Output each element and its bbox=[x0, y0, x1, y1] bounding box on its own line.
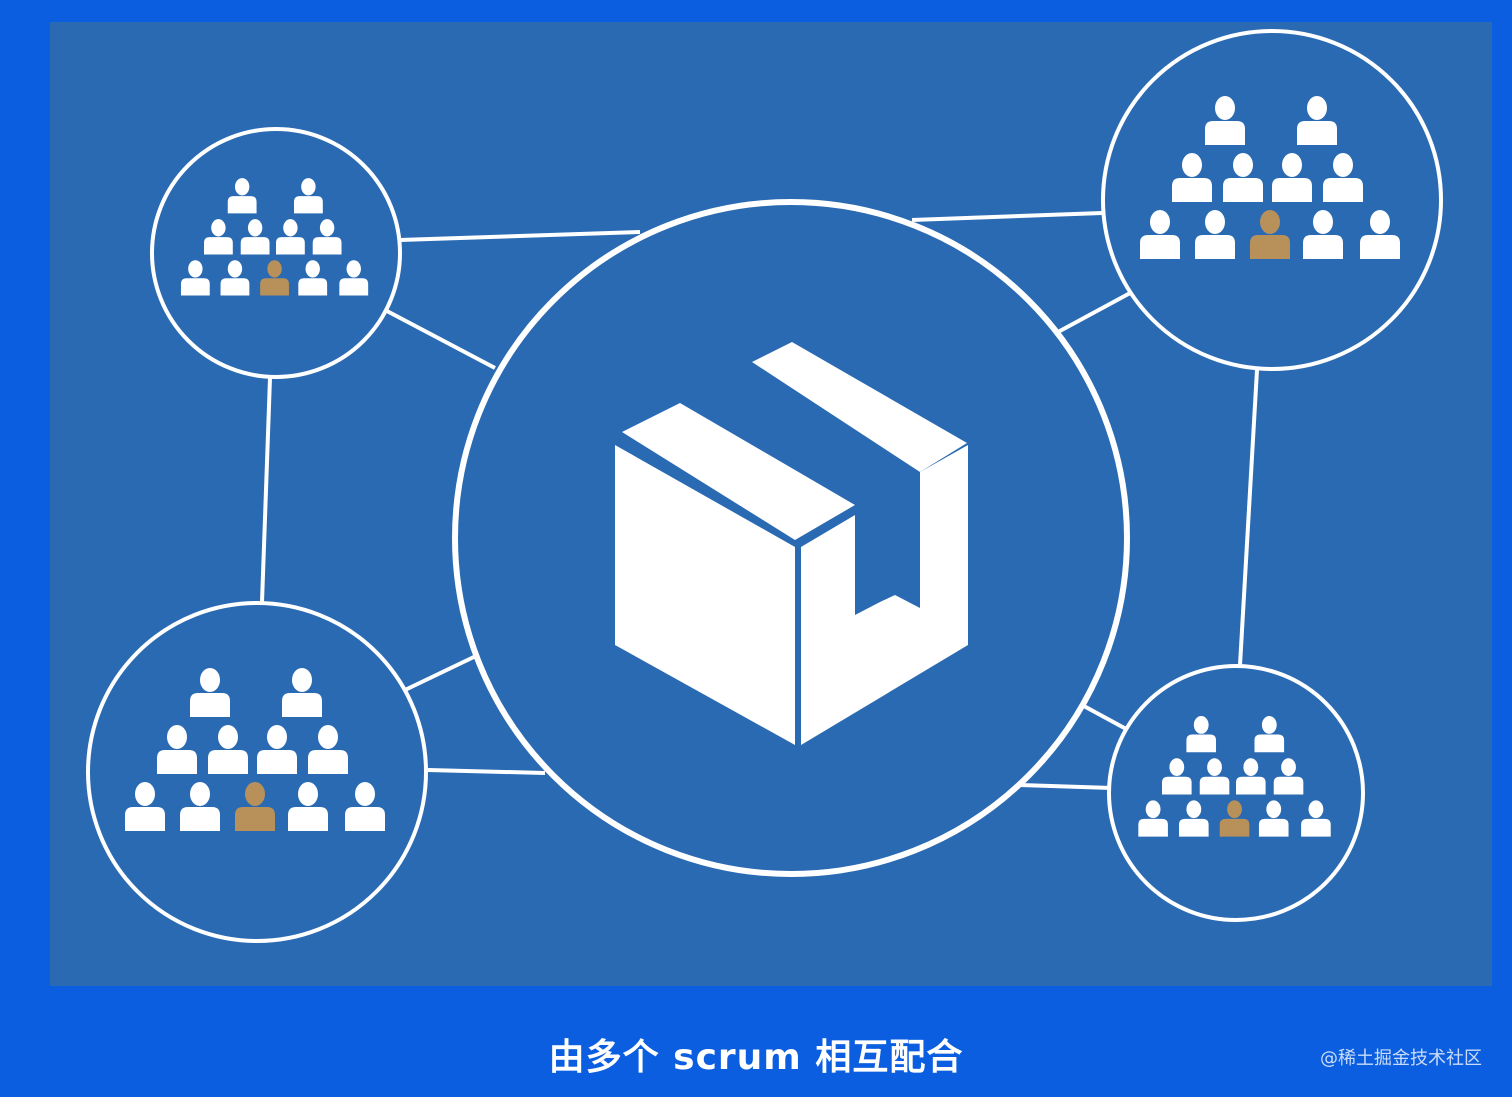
person-icon bbox=[1297, 96, 1337, 145]
connector-lines bbox=[260, 211, 1259, 790]
person-icon bbox=[298, 260, 328, 296]
person-icon bbox=[1195, 210, 1235, 259]
package-box-icon bbox=[615, 342, 968, 745]
person-icon-highlighted bbox=[1219, 800, 1250, 837]
person-icon bbox=[220, 260, 250, 296]
person-icon bbox=[308, 725, 348, 774]
person-icon bbox=[190, 668, 230, 717]
team-circle-top-left bbox=[150, 127, 402, 379]
person-icon bbox=[180, 260, 210, 296]
person-icon bbox=[1162, 758, 1192, 795]
person-icon bbox=[345, 782, 385, 831]
person-icon bbox=[208, 725, 248, 774]
team-circle-top-right bbox=[1101, 29, 1443, 371]
connector-bl-center bbox=[404, 653, 479, 692]
product-circle bbox=[452, 199, 1130, 877]
person-icon bbox=[1360, 210, 1400, 259]
person-icon bbox=[276, 219, 305, 255]
connector-br-center bbox=[1081, 703, 1129, 732]
person-icon bbox=[282, 668, 322, 717]
teams-layer bbox=[86, 29, 1443, 943]
person-icon bbox=[1254, 716, 1285, 753]
person-icon bbox=[157, 725, 197, 774]
person-icon bbox=[240, 219, 270, 255]
person-icon bbox=[1273, 758, 1304, 795]
person-icon bbox=[227, 178, 257, 214]
person-icon bbox=[204, 219, 233, 255]
person-icon-highlighted bbox=[1250, 210, 1290, 259]
person-icon bbox=[1272, 153, 1312, 202]
person-icon bbox=[294, 178, 323, 214]
connector-tl-center bbox=[399, 230, 641, 242]
connector-tl-bl bbox=[260, 377, 272, 603]
person-icon bbox=[1323, 153, 1363, 202]
team-circle-bottom-right bbox=[1107, 664, 1365, 922]
person-icon bbox=[1186, 716, 1217, 753]
person-icon-highlighted bbox=[260, 260, 289, 296]
person-icon bbox=[1301, 800, 1331, 837]
connector-tl-center-2 bbox=[384, 308, 496, 370]
person-icon bbox=[1205, 96, 1245, 145]
person-icon bbox=[180, 782, 220, 831]
watermark-text: @稀土掘金技术社区 bbox=[1320, 1048, 1482, 1069]
person-icon bbox=[1236, 758, 1266, 795]
person-icon bbox=[1223, 153, 1263, 202]
person-icon bbox=[339, 260, 369, 296]
person-icon bbox=[1140, 210, 1180, 259]
person-icon bbox=[1179, 800, 1209, 837]
person-icon bbox=[312, 219, 342, 255]
connector-tr-center-2 bbox=[1057, 290, 1133, 334]
connector-tr-center bbox=[911, 211, 1103, 222]
person-icon bbox=[288, 782, 328, 831]
connector-br-center-2 bbox=[1019, 783, 1113, 790]
connector-tr-br bbox=[1238, 369, 1259, 666]
person-icon bbox=[257, 725, 297, 774]
slide-caption: 由多个 scrum 相互配合 bbox=[548, 1037, 964, 1078]
person-icon bbox=[1172, 153, 1212, 202]
person-icon bbox=[125, 782, 165, 831]
person-icon bbox=[1138, 800, 1168, 837]
person-icon bbox=[1258, 800, 1289, 837]
person-icon-highlighted bbox=[235, 782, 275, 831]
person-icon bbox=[1303, 210, 1343, 259]
team-circle-bottom-left bbox=[86, 601, 428, 943]
connector-bl-center-2 bbox=[427, 768, 546, 775]
person-icon bbox=[1199, 758, 1230, 795]
